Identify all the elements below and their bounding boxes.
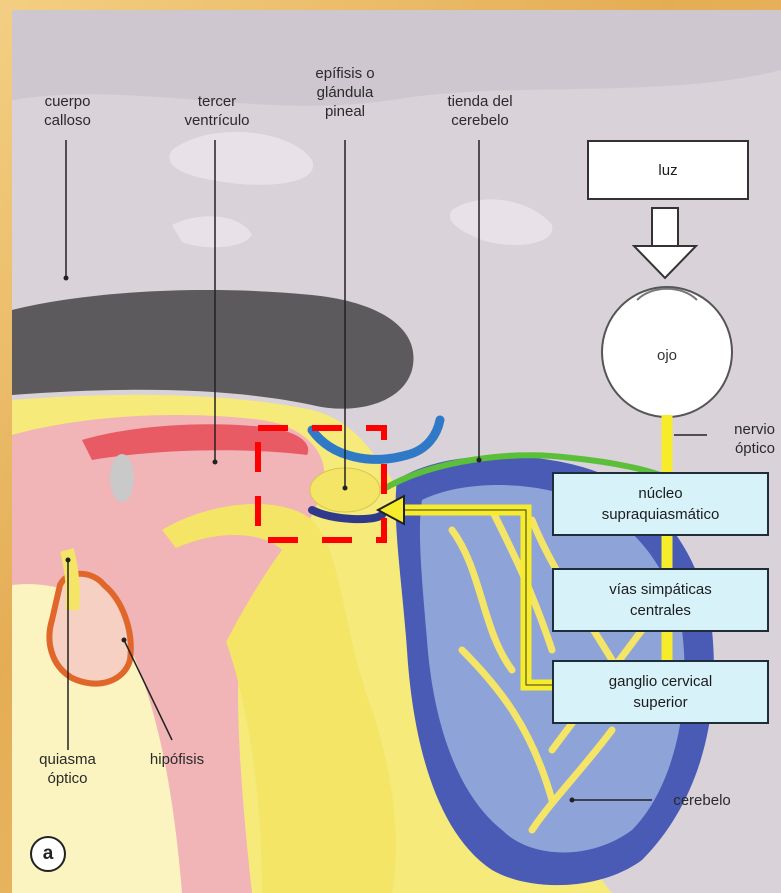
vias-simpaticas-box: vías simpáticas centrales — [552, 568, 769, 632]
label-ojo: ojo — [657, 347, 677, 364]
label-tercer-ventriculo: tercer ventrículo — [157, 92, 277, 130]
label-cuerpo-calloso: cuerpo calloso — [20, 92, 115, 130]
nucleo-supraquiasmatico-box: núcleo supraquiasmático — [552, 472, 769, 536]
ganglio-cervical-box: ganglio cervical superior — [552, 660, 769, 724]
label-hipofisis: hipófisis — [132, 750, 222, 769]
corpus-callosum — [12, 290, 414, 409]
label-epifisis: epífisis o glándula pineal — [290, 64, 400, 121]
third-ventricle-opening — [110, 454, 134, 502]
label-quiasma-optico: quiasma óptico — [20, 750, 115, 788]
light-arrow-shaft — [652, 208, 678, 248]
panel-letter-badge: a — [30, 836, 66, 872]
label-cerebelo: cerebelo — [652, 791, 752, 810]
label-tienda-cerebelo: tienda del cerebelo — [430, 92, 530, 130]
label-nervio-optico: nervio óptico — [705, 420, 775, 458]
luz-box: luz — [587, 140, 749, 200]
illustration-frame: ojo cuerpo calloso tercer ventrículo epí… — [12, 10, 781, 893]
